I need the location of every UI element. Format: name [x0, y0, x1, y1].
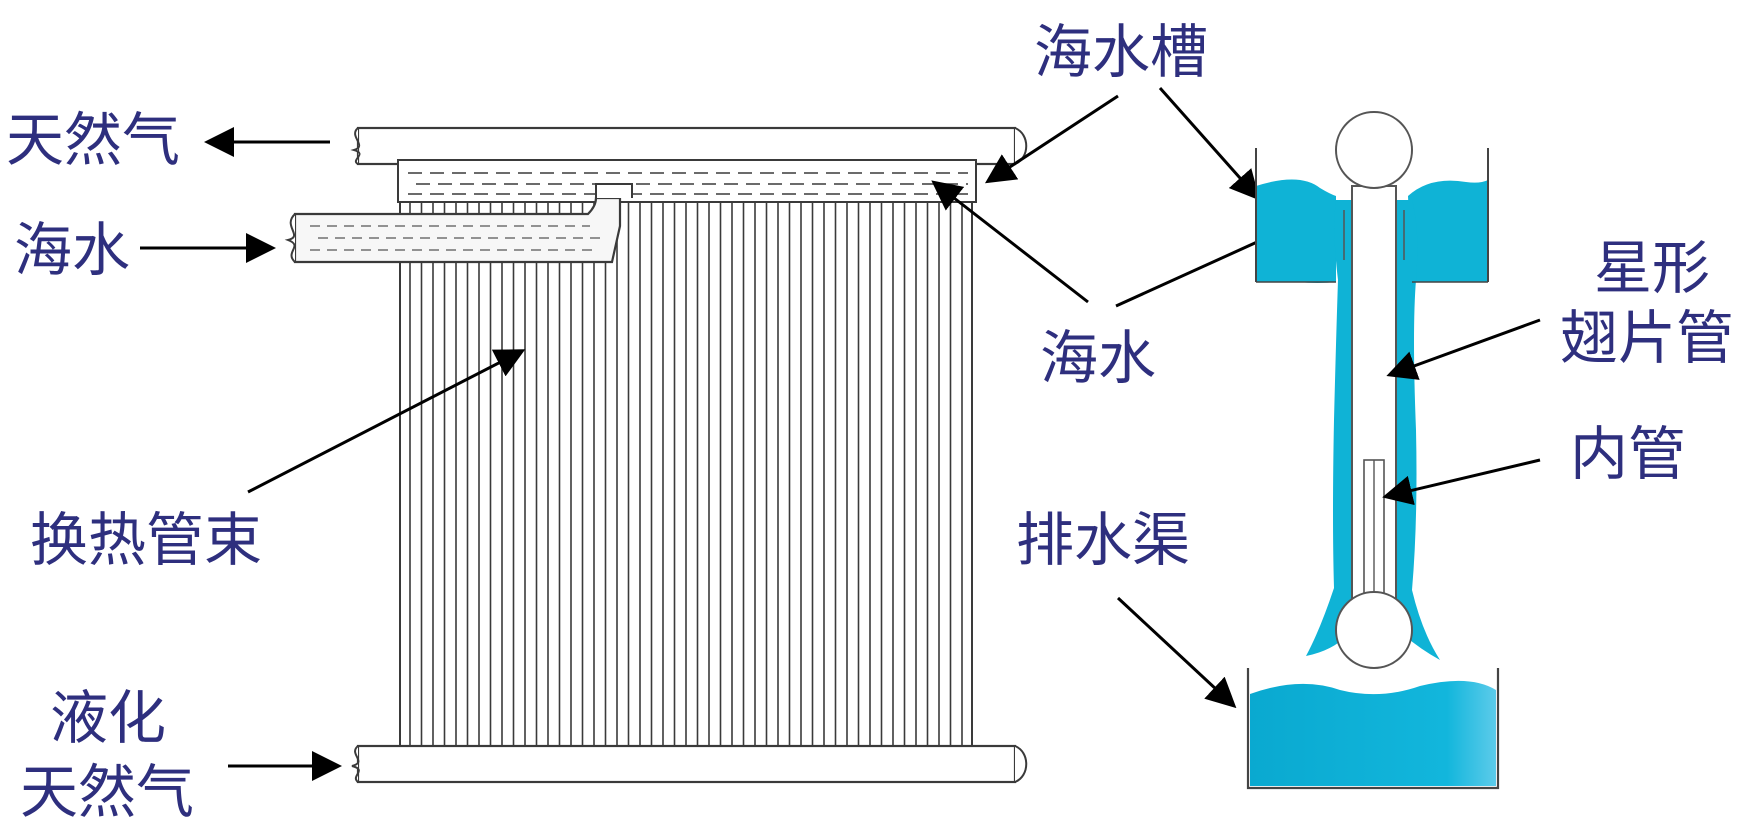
arrow-icon — [1158, 87, 1260, 201]
label-natural-gas: 天然气 — [6, 106, 180, 174]
label-drain: 排水渠 — [1016, 506, 1190, 574]
top-header-pipe — [350, 126, 1028, 166]
heat-exchanger-panel — [284, 126, 1028, 784]
arrow-icon — [247, 349, 526, 494]
label-seawater-trough: 海水槽 — [1034, 18, 1208, 86]
arrow-icon — [984, 94, 1119, 184]
drain-channel — [1246, 668, 1500, 790]
tube-bundle — [409, 200, 963, 750]
seawater-trough-box — [397, 159, 977, 203]
upper-trough-water — [1408, 180, 1488, 282]
label-tube-bundle: 换热管束 — [30, 506, 262, 574]
top-header-section — [1335, 111, 1413, 189]
star-fin-tube-detail — [1246, 111, 1500, 790]
label-star-fin-line1: 星形 — [1594, 234, 1710, 302]
drain-water — [1250, 680, 1496, 786]
label-seawater-mid: 海水 — [1040, 324, 1156, 392]
arrow-icon — [1382, 458, 1541, 506]
bottom-header-section — [1335, 591, 1413, 669]
label-seawater-left: 海水 — [14, 216, 130, 284]
label-lng-line1: 液化 — [50, 684, 166, 752]
seawater-inlet-pipe — [284, 183, 633, 264]
arrow-icon — [1116, 596, 1237, 709]
label-inner-tube: 内管 — [1570, 420, 1686, 488]
bottom-header-pipe — [351, 744, 1028, 784]
label-star-fin-line2: 翅片管 — [1560, 304, 1734, 372]
arrow-icon — [931, 180, 1089, 304]
arrow-icon — [1386, 318, 1541, 380]
label-lng-line2: 天然气 — [20, 758, 194, 826]
upper-trough-water — [1256, 179, 1336, 283]
